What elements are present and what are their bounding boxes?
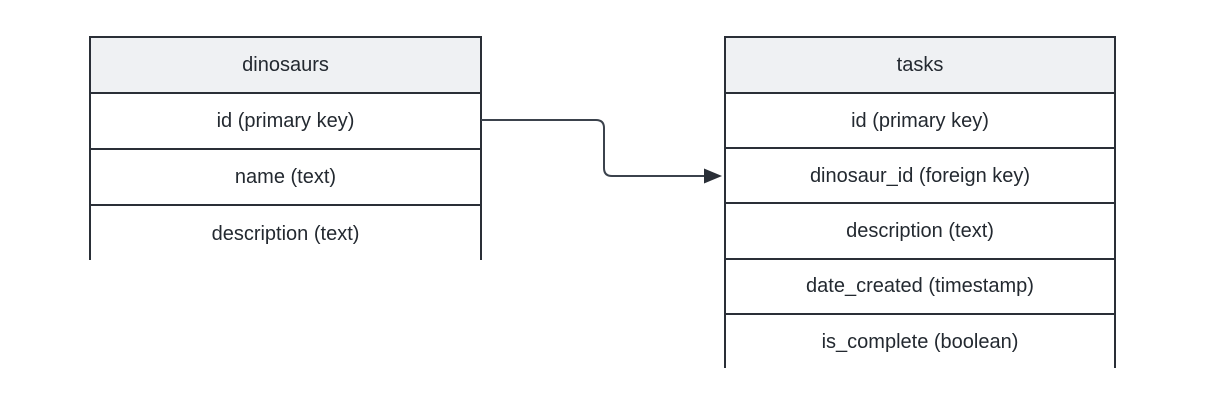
relationship-path: [481, 119, 704, 177]
relationship-arrowhead-icon: [704, 168, 722, 184]
entity-field-tasks-id[interactable]: id (primary key): [726, 94, 1114, 150]
entity-field-tasks-is-complete[interactable]: is_complete (boolean): [726, 314, 1114, 370]
entity-title-tasks: tasks: [726, 38, 1114, 94]
entity-field-tasks-date-created[interactable]: date_created (timestamp): [726, 259, 1114, 315]
entity-field-dinosaurs-description[interactable]: description (text): [91, 206, 480, 262]
entity-table-dinosaurs[interactable]: dinosaurs id (primary key) name (text) d…: [89, 36, 482, 262]
entity-table-tasks[interactable]: tasks id (primary key) dinosaur_id (fore…: [724, 36, 1116, 370]
entity-field-dinosaurs-name[interactable]: name (text): [91, 150, 480, 206]
entity-field-tasks-description[interactable]: description (text): [726, 204, 1114, 260]
entity-field-tasks-dinosaur-id[interactable]: dinosaur_id (foreign key): [726, 149, 1114, 205]
relationship-line-dinosaurs-id-to-tasks-dinosaur-id[interactable]: [481, 119, 722, 184]
entity-field-dinosaurs-id[interactable]: id (primary key): [91, 94, 480, 150]
entity-title-dinosaurs: dinosaurs: [91, 38, 480, 94]
